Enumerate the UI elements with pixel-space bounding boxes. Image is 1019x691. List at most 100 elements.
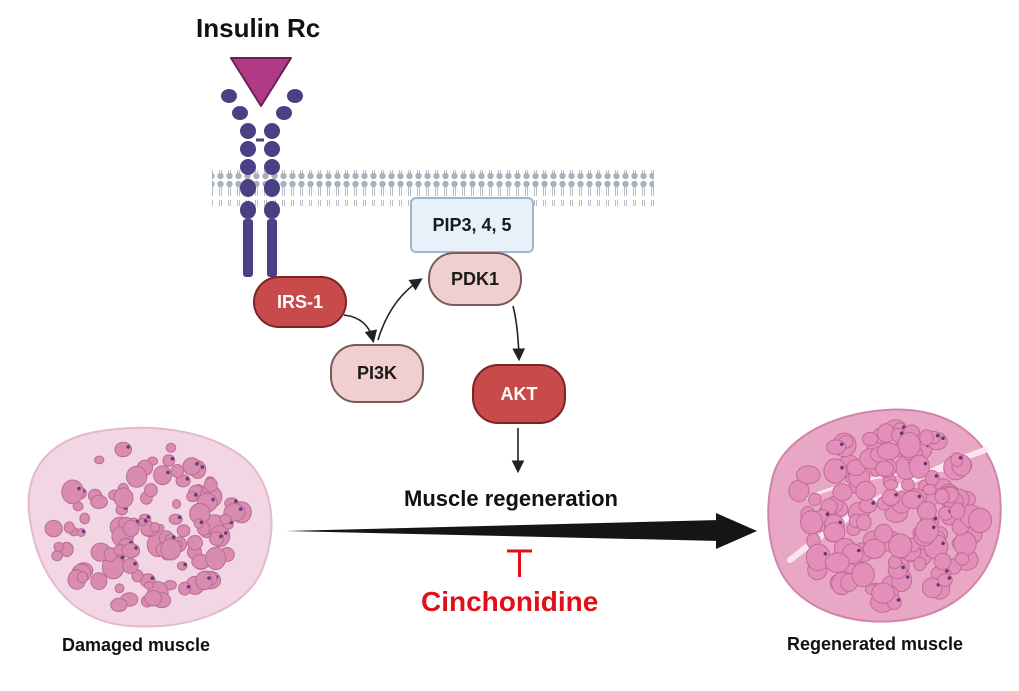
pi3k-node: PI3K bbox=[330, 344, 424, 403]
muscle-fiber bbox=[90, 572, 108, 590]
nucleus bbox=[146, 515, 151, 519]
nucleus bbox=[170, 457, 175, 461]
muscle-fiber bbox=[824, 552, 850, 574]
muscle-fiber bbox=[922, 483, 937, 496]
muscle-fiber bbox=[949, 502, 966, 520]
muscle-fiber bbox=[919, 429, 934, 446]
muscle-fiber bbox=[94, 455, 105, 465]
muscle-fiber bbox=[855, 480, 876, 501]
nucleus bbox=[150, 576, 155, 580]
muscle-fiber bbox=[933, 552, 952, 571]
muscle-fiber bbox=[954, 552, 970, 566]
arrow-pi3k-to-pdk1 bbox=[377, 278, 423, 341]
insulin-receptor-icon bbox=[221, 57, 303, 277]
nucleus bbox=[219, 534, 223, 539]
nucleus bbox=[931, 525, 936, 530]
muscle-fiber bbox=[858, 498, 878, 514]
nucleus bbox=[941, 436, 945, 441]
akt-node: AKT bbox=[472, 364, 566, 424]
muscle-fiber bbox=[921, 577, 943, 599]
muscle-fiber bbox=[871, 582, 895, 604]
nucleus bbox=[134, 546, 138, 550]
nucleus bbox=[126, 445, 130, 449]
nucleus bbox=[185, 476, 190, 481]
muscle-fiber bbox=[143, 581, 154, 590]
muscle-fiber bbox=[808, 492, 822, 506]
nucleus bbox=[81, 529, 86, 534]
inhibition-t-icon bbox=[507, 549, 532, 577]
nucleus bbox=[857, 548, 861, 553]
nucleus bbox=[186, 585, 191, 589]
nucleus bbox=[871, 501, 875, 505]
arrow-irs1-to-pi3k bbox=[343, 314, 378, 344]
muscle-fiber bbox=[209, 531, 225, 546]
nucleus bbox=[120, 555, 125, 560]
muscle-fiber bbox=[176, 524, 191, 538]
muscle-fiber bbox=[122, 519, 140, 538]
muscle-fiber bbox=[149, 522, 161, 533]
nucleus bbox=[935, 433, 940, 438]
nucleus bbox=[934, 474, 939, 478]
muscle-fiber bbox=[122, 558, 139, 574]
nucleus bbox=[923, 461, 928, 466]
nucleus bbox=[194, 493, 198, 497]
nucleus bbox=[200, 465, 205, 469]
nucleus bbox=[825, 512, 830, 516]
muscle-fiber bbox=[170, 464, 184, 478]
muscle-fiber bbox=[195, 570, 213, 591]
muscle-fiber bbox=[187, 535, 203, 551]
nucleus bbox=[905, 575, 910, 579]
pdk1-node: PDK1 bbox=[428, 252, 522, 306]
nucleus bbox=[945, 569, 949, 573]
muscle-fiber bbox=[950, 452, 964, 467]
muscle-fiber bbox=[934, 488, 950, 505]
muscle-fiber bbox=[851, 562, 875, 588]
nucleus bbox=[234, 499, 238, 504]
nucleus bbox=[933, 516, 938, 521]
nucleus bbox=[941, 541, 945, 546]
nucleus bbox=[947, 576, 952, 580]
nucleus bbox=[207, 576, 211, 580]
muscle-fiber bbox=[968, 507, 992, 534]
muscle-fiber bbox=[44, 519, 63, 538]
muscle-fiber bbox=[937, 573, 953, 587]
muscle-fiber bbox=[61, 479, 84, 505]
muscle-fiber bbox=[182, 457, 201, 476]
muscle-fiber bbox=[178, 581, 192, 596]
muscle-fiber bbox=[888, 533, 913, 559]
muscle-fiber bbox=[53, 541, 64, 552]
nucleus bbox=[840, 442, 844, 447]
muscle-fiber bbox=[881, 489, 901, 506]
nucleus bbox=[143, 519, 148, 523]
muscle-fiber bbox=[114, 441, 132, 458]
muscle-fiber bbox=[205, 546, 227, 571]
muscle-fiber bbox=[121, 542, 141, 559]
muscle-fiber bbox=[897, 432, 921, 458]
muscle-fiber bbox=[856, 514, 872, 531]
nucleus bbox=[177, 515, 182, 520]
muscle-fiber bbox=[823, 458, 848, 484]
muscle-fiber bbox=[832, 483, 853, 502]
muscle-fiber bbox=[884, 479, 899, 491]
nucleus bbox=[171, 535, 176, 539]
nucleus bbox=[166, 470, 170, 475]
muscle-fiber bbox=[861, 431, 879, 447]
muscle-fiber bbox=[90, 494, 108, 509]
muscle-fiber bbox=[901, 478, 915, 492]
muscle-fiber bbox=[144, 590, 163, 607]
nucleus bbox=[899, 431, 904, 436]
nucleus bbox=[183, 562, 187, 567]
muscle-fiber bbox=[800, 510, 824, 535]
regenerated-muscle-label: Regenerated muscle bbox=[787, 634, 964, 654]
arrow-pdk1-to-akt bbox=[512, 305, 526, 362]
muscle-fiber bbox=[165, 442, 177, 453]
muscle-fiber bbox=[796, 465, 821, 485]
muscle-fiber bbox=[126, 465, 148, 488]
muscle-fiber bbox=[826, 439, 847, 455]
muscle-fiber bbox=[63, 521, 75, 534]
muscle-fiber bbox=[203, 477, 218, 493]
muscle-fiber bbox=[79, 512, 90, 525]
nucleus bbox=[958, 456, 963, 460]
muscle-fiber bbox=[153, 465, 173, 486]
